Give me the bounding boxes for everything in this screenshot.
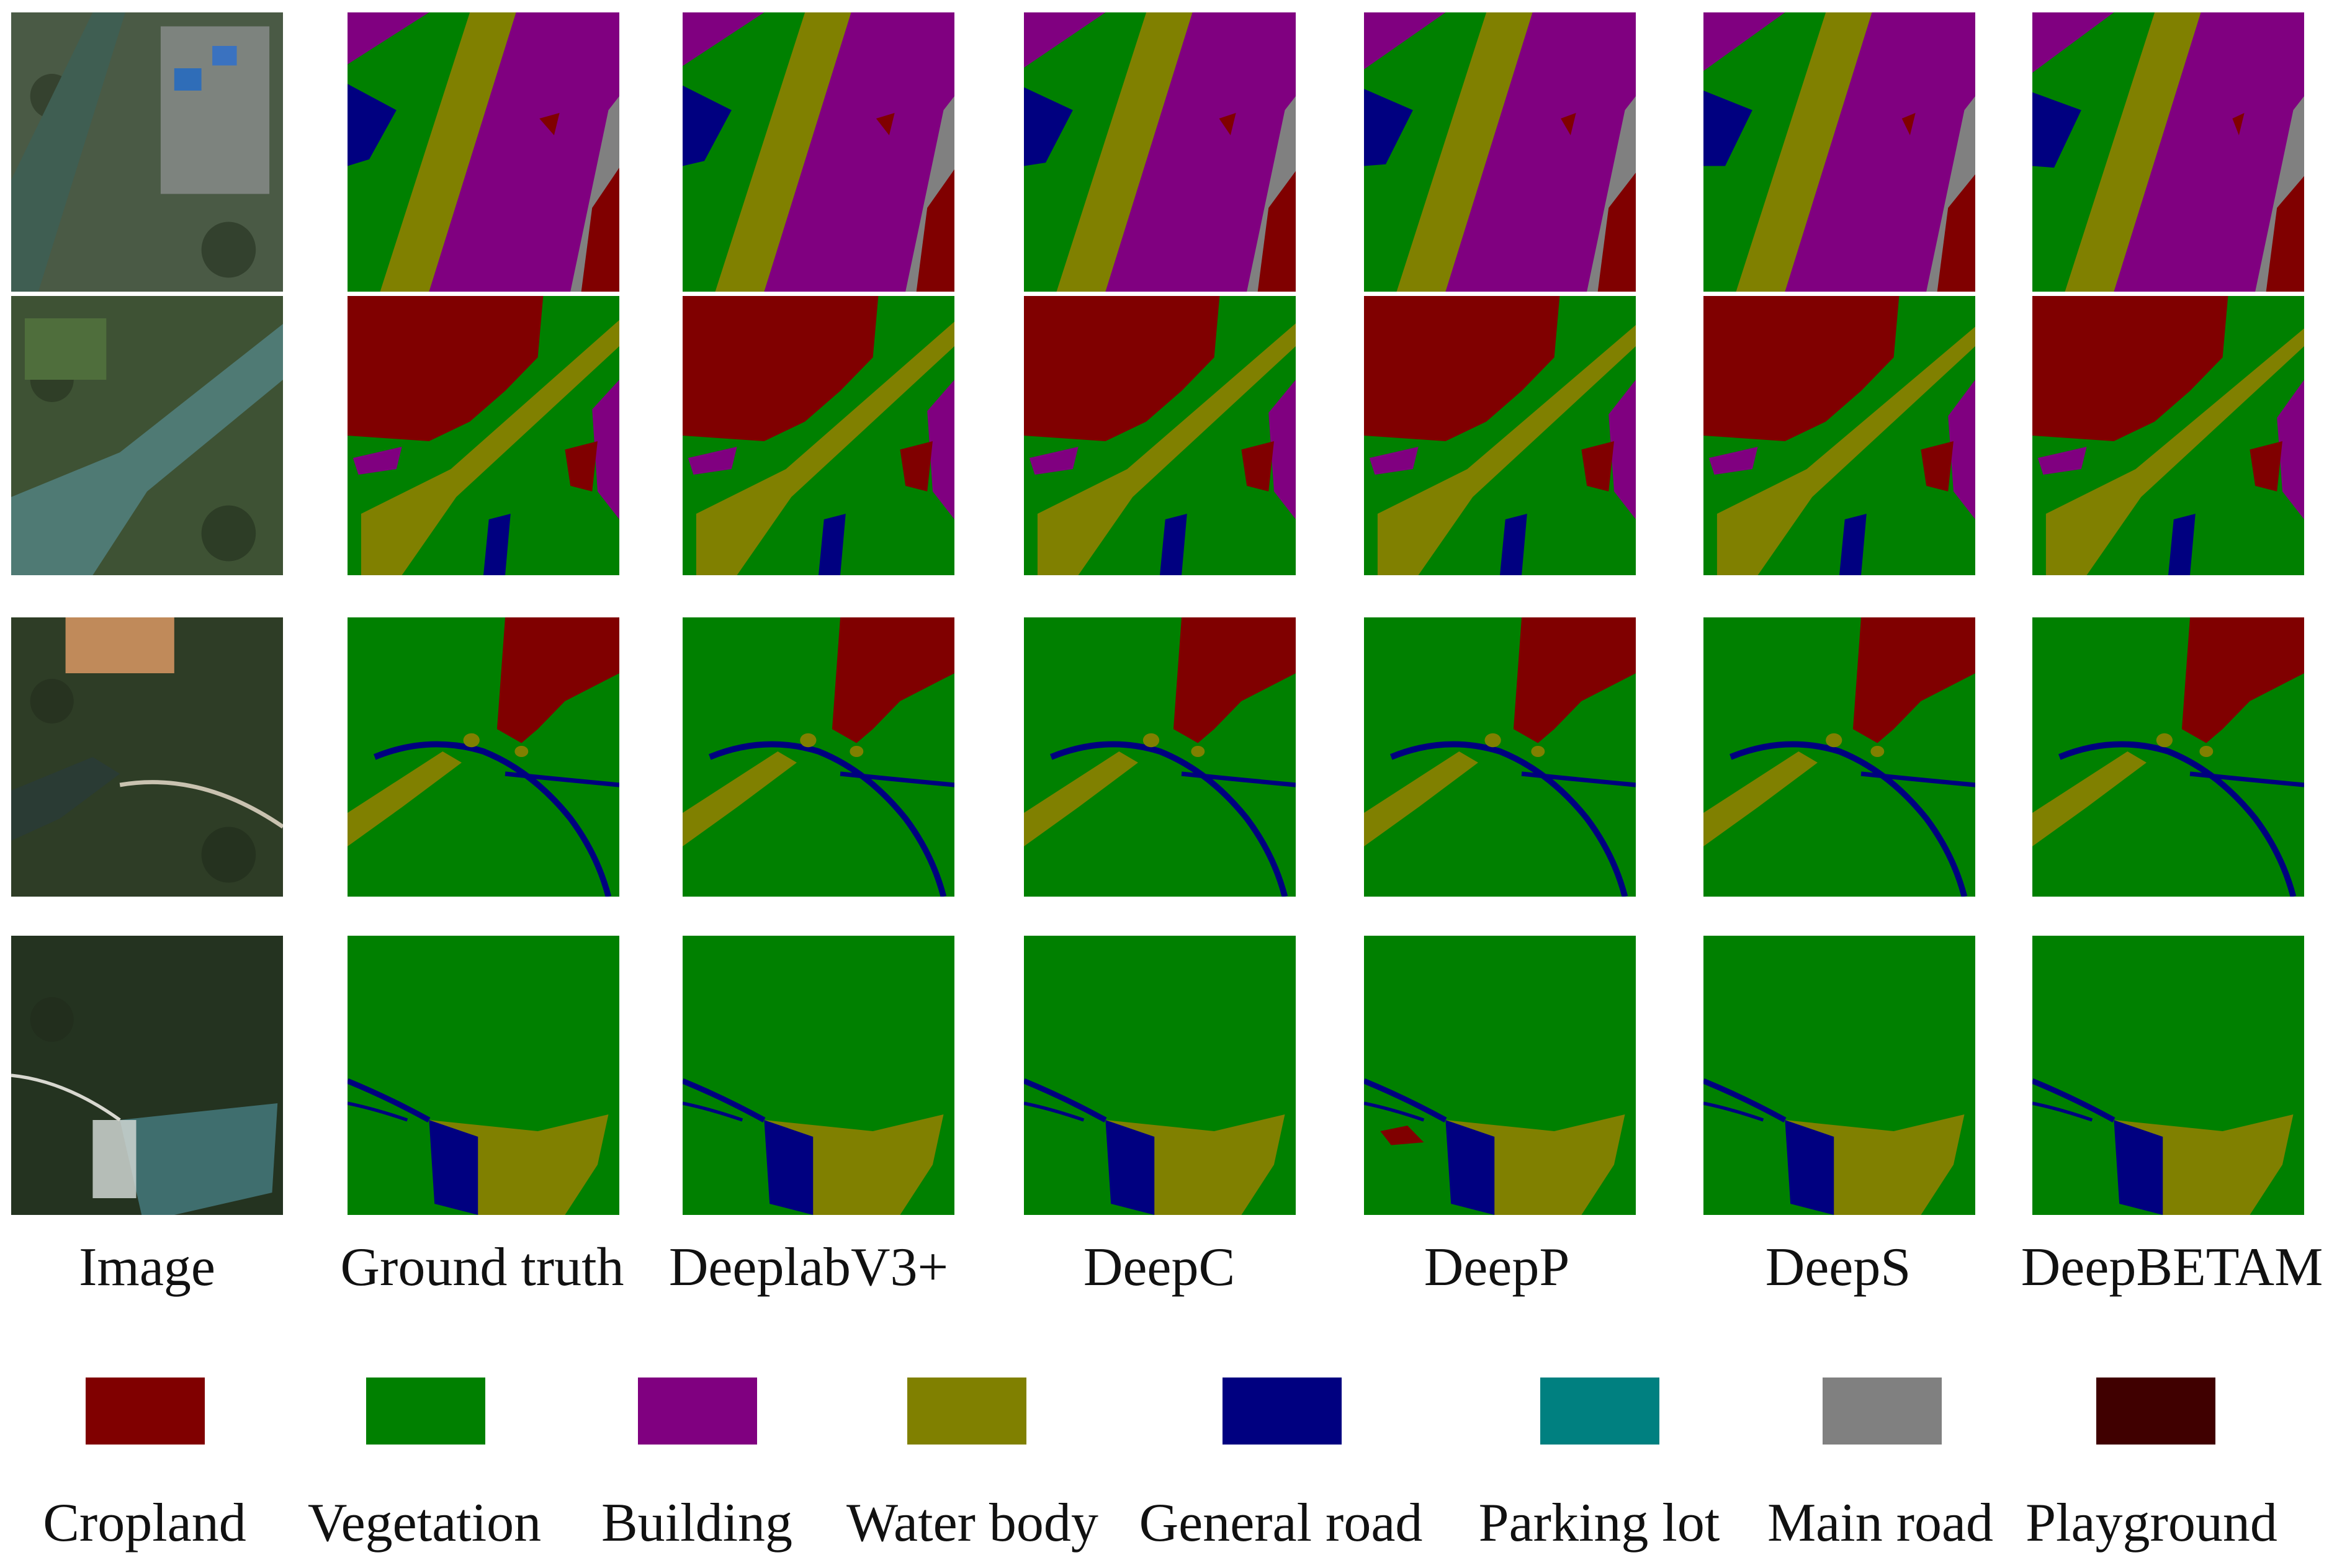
segmentation-mask-deepc-row-2 xyxy=(1024,296,1296,575)
segmentation-mask-deepc-row-3 xyxy=(1024,617,1296,897)
legend-swatch-main-road xyxy=(1823,1378,1942,1445)
segmentation-mask-deepbetam-row-1 xyxy=(2032,12,2304,292)
aerial-photo-row-2 xyxy=(11,296,283,575)
legend-label-general-road: General road xyxy=(1139,1493,1423,1553)
segmentation-mask-deepbetam-row-2 xyxy=(2032,296,2304,575)
legend-label-parking-lot: Parking lot xyxy=(1478,1493,1720,1553)
segmentation-mask-deepp-row-2 xyxy=(1364,296,1636,575)
legend-label-building: Building xyxy=(601,1493,793,1553)
segmentation-mask-deeplabv3plus-row-2 xyxy=(683,296,954,575)
legend-swatch-parking-lot xyxy=(1540,1378,1659,1445)
segmentation-mask-deepc-row-4 xyxy=(1024,936,1296,1215)
legend-swatch-building xyxy=(638,1378,757,1445)
segmentation-mask-deeplabv3plus-row-1 xyxy=(683,12,954,292)
legend-label-vegetation: Vegetation xyxy=(307,1493,542,1553)
legend-swatch-water-body xyxy=(907,1378,1026,1445)
column-label-deeps: DeepS xyxy=(1765,1237,1911,1297)
segmentation-mask-deeps-row-1 xyxy=(1703,12,1975,292)
segmentation-mask-ground-truth-row-1 xyxy=(348,12,619,292)
segmentation-mask-deepbetam-row-3 xyxy=(2032,617,2304,897)
column-label-image: Image xyxy=(79,1237,215,1297)
column-label-deepc: DeepC xyxy=(1083,1237,1236,1297)
legend-swatch-general-road xyxy=(1223,1378,1342,1445)
legend-swatch-vegetation xyxy=(366,1378,485,1445)
legend-label-main-road: Main road xyxy=(1767,1493,1994,1553)
segmentation-mask-ground-truth-row-2 xyxy=(348,296,619,575)
segmentation-mask-deepp-row-1 xyxy=(1364,12,1636,292)
segmentation-mask-deepp-row-4 xyxy=(1364,936,1636,1215)
segmentation-mask-deeps-row-4 xyxy=(1703,936,1975,1215)
aerial-photo-row-4 xyxy=(11,936,283,1215)
segmentation-mask-deepc-row-1 xyxy=(1024,12,1296,292)
aerial-photo-row-3 xyxy=(11,617,283,897)
column-label-ground-truth: Ground truth xyxy=(340,1237,624,1297)
column-label-deepp: DeepP xyxy=(1424,1237,1570,1297)
legend-swatch-playground xyxy=(2096,1378,2215,1445)
segmentation-mask-deepp-row-3 xyxy=(1364,617,1636,897)
legend-label-water-body: Water body xyxy=(846,1493,1098,1553)
segmentation-mask-deeps-row-3 xyxy=(1703,617,1975,897)
segmentation-mask-ground-truth-row-4 xyxy=(348,936,619,1215)
segmentation-mask-ground-truth-row-3 xyxy=(348,617,619,897)
segmentation-mask-deeplabv3plus-row-3 xyxy=(683,617,954,897)
aerial-photo-row-1 xyxy=(11,12,283,292)
segmentation-mask-deeplabv3plus-row-4 xyxy=(683,936,954,1215)
column-label-deeplabv3plus: DeeplabV3+ xyxy=(668,1237,949,1297)
segmentation-mask-deeps-row-2 xyxy=(1703,296,1975,575)
legend-label-cropland: Cropland xyxy=(43,1493,246,1553)
legend-swatch-cropland xyxy=(86,1378,205,1445)
column-label-deepbetam: DeepBETAM xyxy=(2021,1237,2323,1297)
segmentation-mask-deepbetam-row-4 xyxy=(2032,936,2304,1215)
legend-label-playground: Playground xyxy=(2026,1493,2277,1553)
